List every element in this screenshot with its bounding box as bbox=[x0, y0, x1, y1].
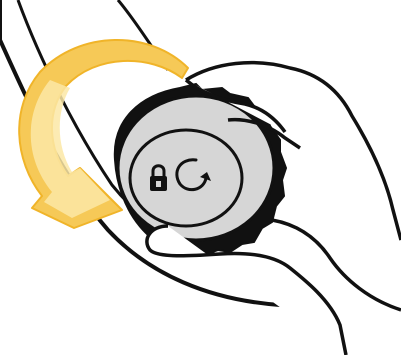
rotate-clockwise-icon bbox=[175, 158, 211, 192]
hand bbox=[145, 60, 401, 355]
hand-back-outline bbox=[185, 60, 401, 241]
device-outer-edge bbox=[0, 0, 281, 307]
hand-thumb bbox=[145, 224, 348, 355]
hand-palm-edge bbox=[271, 218, 401, 312]
hand-fingers-top bbox=[184, 78, 287, 134]
curved-arrow-counterclockwise-icon bbox=[18, 39, 189, 229]
padlock-icon bbox=[150, 164, 167, 191]
dial-inner-circle bbox=[128, 128, 244, 228]
rotary-dial bbox=[113, 82, 288, 258]
arrow-highlight bbox=[30, 80, 110, 218]
